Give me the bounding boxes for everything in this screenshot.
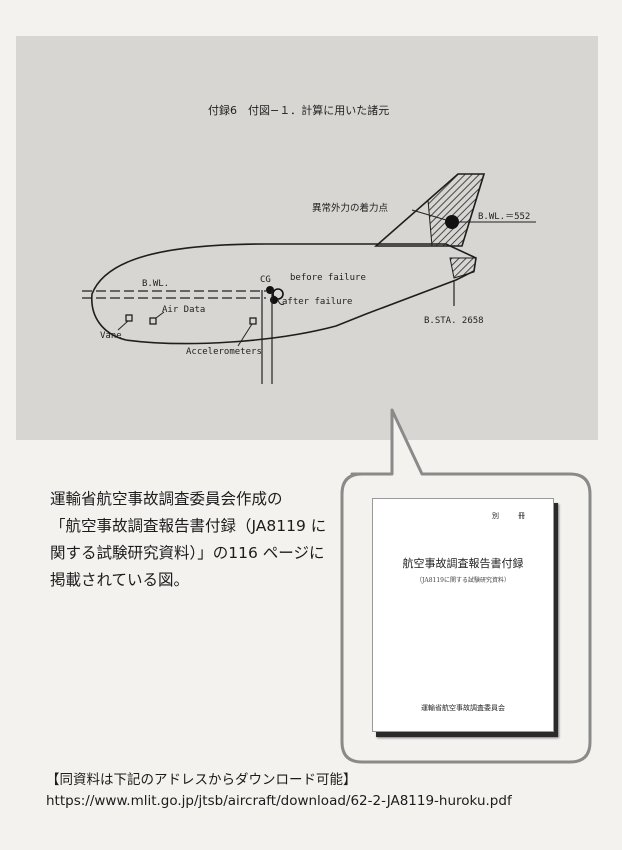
report-booklet-cover: 別 冊 航空事故調査報告書付録 （JA8119に関する試験研究資料） 運輸省航空…: [372, 498, 554, 732]
force-point-leader: [411, 209, 447, 221]
fuselage-outline: [91, 243, 477, 345]
air-data-leader: [155, 311, 165, 319]
caption-line-1: 運輸省航空事故調査委員会作成の: [50, 490, 283, 508]
vane-label: Vane: [100, 331, 122, 341]
booklet-title: 航空事故調査報告書付録: [402, 557, 524, 570]
accelerometers-leader: [237, 323, 253, 347]
figure-panel: 付録6 付図−１．計算に用いた諸元 異常外力の着力点 B.WL.＝552 B.W…: [16, 36, 598, 440]
accelerometers-label: Accelerometers: [186, 347, 262, 357]
bwl-552-label: B.WL.＝552: [478, 212, 530, 222]
air-data-marker: [149, 317, 157, 325]
after-failure-leader: [277, 299, 285, 305]
tail-hatched-region: [427, 173, 485, 247]
before-failure-label: before failure: [290, 273, 366, 283]
caption-line-2: 「航空事故調査報告書付録（JA8119 に: [50, 517, 327, 535]
booklet-publisher: 運輸省航空事故調査委員会: [421, 704, 505, 712]
resource-note: 【同資料は下記のアドレスからダウンロード可能】: [46, 772, 357, 788]
cg-label: CG: [260, 275, 271, 285]
figure-title: 付録6 付図−１．計算に用いた諸元: [208, 103, 389, 117]
booklet-subtitle: （JA8119に関する試験研究資料）: [415, 577, 510, 584]
aircraft-diagram: 付録6 付図−１．計算に用いた諸元 異常外力の着力点 B.WL.＝552 B.W…: [82, 103, 536, 384]
figure-caption: 運輸省航空事故調査委員会作成の 「航空事故調査報告書付録（JA8119 に 関す…: [50, 486, 340, 594]
caption-line-4: 掲載されている図。: [50, 571, 190, 589]
caption-line-3: 関する試験研究資料）」の116 ページに: [50, 544, 325, 562]
vane-leader: [117, 320, 129, 331]
external-force-point-marker: [445, 215, 459, 229]
bsta-label: B.STA. 2658: [424, 316, 484, 326]
vane-marker: [125, 314, 133, 322]
accelerometers-marker: [249, 317, 257, 325]
cg-before-marker: [272, 288, 284, 300]
bwl-label: B.WL.: [142, 279, 169, 289]
tailcone-hatched-region: [449, 257, 477, 279]
booklet-tag: 別 冊: [492, 512, 531, 520]
after-failure-label: after failure: [282, 297, 352, 307]
external-force-point-label: 異常外力の着力点: [312, 202, 389, 214]
resource-url[interactable]: https://www.mlit.go.jp/jtsb/aircraft/dow…: [46, 793, 512, 809]
air-data-label: Air Data: [162, 305, 205, 315]
